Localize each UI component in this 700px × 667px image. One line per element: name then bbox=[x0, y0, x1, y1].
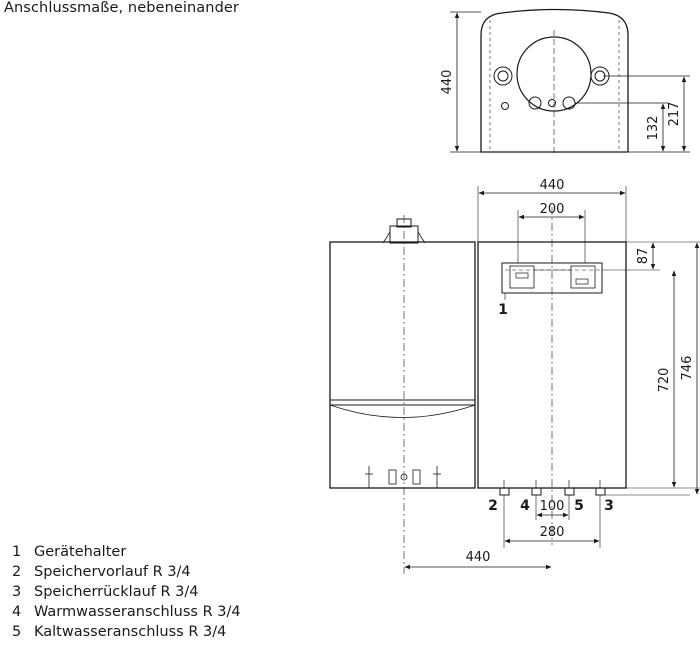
legend-label: Warmwasseranschluss R 3/4 bbox=[34, 604, 241, 620]
dim-front-top-offset: 87 bbox=[636, 248, 651, 265]
legend-item: 5 Kaltwasseranschluss R 3/4 bbox=[12, 622, 241, 642]
legend-item: 3 Speicherrücklauf R 3/4 bbox=[12, 582, 241, 602]
legend-label: Gerätehalter bbox=[34, 544, 127, 560]
legend-number: 5 bbox=[12, 624, 22, 640]
top-view bbox=[450, 8, 690, 155]
connection-hole-left bbox=[528, 96, 542, 110]
pipe-stub-2 bbox=[499, 487, 510, 496]
dim-top-upper: 217 bbox=[667, 102, 682, 127]
dim-front-height-inner: 720 bbox=[657, 368, 672, 393]
callout-2: 2 bbox=[488, 498, 498, 514]
callout-1: 1 bbox=[498, 302, 508, 318]
legend-label: Speicherrücklauf R 3/4 bbox=[34, 584, 199, 600]
legend-item: 2 Speichervorlauf R 3/4 bbox=[12, 562, 241, 582]
front-view bbox=[329, 186, 700, 574]
dim-top-height: 440 bbox=[440, 70, 455, 95]
callout-5: 5 bbox=[574, 498, 584, 514]
dim-front-width: 440 bbox=[540, 178, 565, 193]
pipe-stub-4 bbox=[531, 487, 542, 496]
legend-number: 2 bbox=[12, 564, 22, 580]
legend-number: 1 bbox=[12, 544, 22, 560]
connection-hole-center bbox=[548, 99, 556, 107]
callout-4: 4 bbox=[520, 498, 530, 514]
legend-label: Kaltwasseranschluss R 3/4 bbox=[34, 624, 227, 640]
page-title: Anschlussmaße, nebeneinander bbox=[4, 0, 239, 16]
dim-front-height-outer: 746 bbox=[680, 356, 695, 381]
legend-item: 1 Gerätehalter bbox=[12, 542, 241, 562]
small-hole bbox=[501, 102, 509, 110]
legend-label: Speichervorlauf R 3/4 bbox=[34, 564, 191, 580]
legend-number: 4 bbox=[12, 604, 22, 620]
dim-bottom-outer: 280 bbox=[540, 525, 565, 540]
pipe-stub-3 bbox=[595, 487, 606, 496]
dim-front-inner: 200 bbox=[540, 202, 565, 217]
legend-number: 3 bbox=[12, 584, 22, 600]
boiler-body bbox=[329, 241, 476, 489]
dim-top-lower: 132 bbox=[646, 116, 661, 141]
legend: 1 Gerätehalter 2 Speichervorlauf R 3/4 3 Sp… bbox=[12, 542, 241, 642]
callout-3: 3 bbox=[604, 498, 614, 514]
dim-bottom-offset: 440 bbox=[466, 550, 491, 565]
pipe-stub-5 bbox=[564, 487, 575, 496]
top-view-plate bbox=[480, 8, 629, 153]
mount-hole-left bbox=[493, 66, 513, 86]
legend-item: 4 Warmwasseranschluss R 3/4 bbox=[12, 602, 241, 622]
dim-bottom-inner: 100 bbox=[540, 499, 565, 514]
